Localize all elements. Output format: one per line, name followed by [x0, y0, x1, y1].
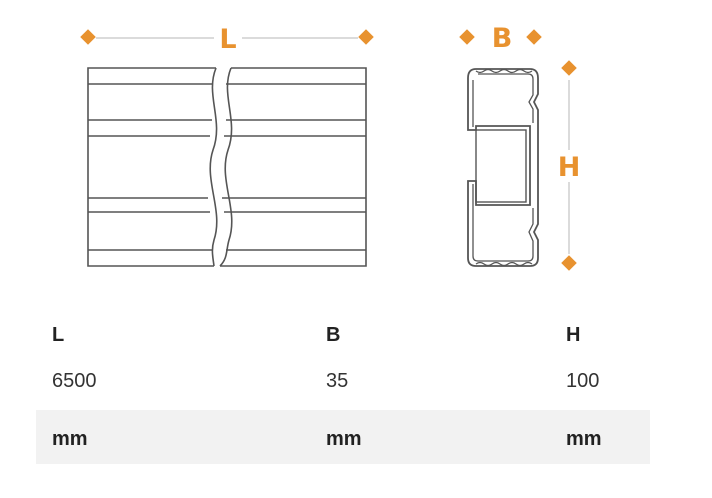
dimension-marker-bottom — [561, 255, 577, 271]
spec-table: L B H 6500 35 100 mm mm mm — [36, 312, 650, 464]
value-height: 100 — [566, 370, 600, 392]
value-width: 35 — [326, 370, 349, 392]
dimension-marker-left — [459, 29, 475, 45]
height-label: H — [558, 152, 581, 183]
unit-height: mm — [566, 428, 602, 450]
height-dimension: H — [558, 60, 581, 271]
value-length: 6500 — [52, 370, 97, 392]
dimension-marker-top — [561, 60, 577, 76]
spec-values-row: 6500 35 100 — [36, 358, 650, 410]
header-width: B — [326, 324, 341, 346]
width-label: B — [492, 23, 513, 54]
length-dimension: L — [80, 24, 374, 55]
length-label: L — [219, 24, 236, 55]
header-height: H — [566, 324, 581, 346]
dimension-marker-right — [526, 29, 542, 45]
dimension-marker-right — [358, 29, 374, 45]
profile-cross-section — [467, 68, 539, 267]
profile-side-view — [87, 67, 367, 267]
header-length: L — [52, 324, 65, 346]
spec-header-row: L B H — [36, 312, 650, 358]
dimension-marker-left — [80, 29, 96, 45]
width-dimension: B — [459, 23, 542, 54]
unit-length: mm — [52, 428, 88, 450]
spec-units-row: mm mm mm — [36, 410, 650, 464]
profile-drawing: L B H — [80, 23, 581, 271]
unit-width: mm — [326, 428, 362, 450]
